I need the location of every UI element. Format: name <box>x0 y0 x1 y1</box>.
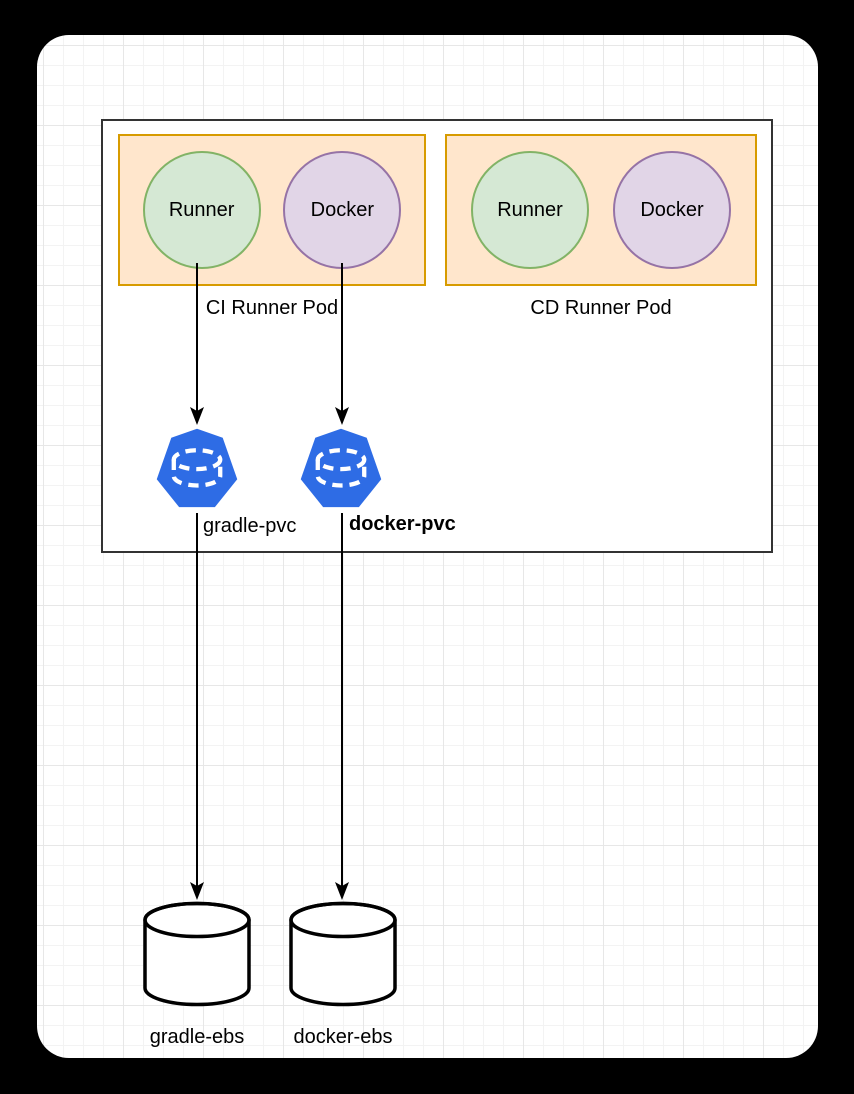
container-cd-docker: Docker <box>613 151 731 269</box>
ebs-gradle-label: gradle-ebs <box>149 1026 245 1048</box>
ebs-cylinder-gradle <box>142 900 252 1007</box>
arrowhead-icon <box>190 407 204 425</box>
pvc-icon-gradle <box>154 427 240 513</box>
pvc-icon-docker <box>298 427 384 513</box>
pod-ci: Runner Docker <box>118 134 426 286</box>
k8s-pvc-heptagon-icon <box>300 428 382 508</box>
arrow-docker-pvc-to-ebs <box>335 513 349 900</box>
ebs-docker-label: docker-ebs <box>293 1026 393 1048</box>
diagram-canvas: Runner Docker Runner Docker CI Runner Po… <box>37 35 818 1058</box>
pod-cd: Runner Docker <box>445 134 757 286</box>
arrow-runner-to-gradle-pvc <box>190 263 204 425</box>
arrowhead-icon <box>335 882 349 900</box>
arrow-docker-to-docker-pvc <box>335 263 349 425</box>
container-cd-docker-label: Docker <box>640 198 704 221</box>
pod-cd-label: CD Runner Pod <box>530 297 672 319</box>
cylinder-icon <box>143 901 251 1007</box>
container-ci-runner-label: Runner <box>168 198 235 221</box>
container-ci-docker: Docker <box>283 151 402 269</box>
arrowhead-icon <box>190 882 204 900</box>
k8s-pvc-heptagon-icon <box>156 428 238 508</box>
ebs-cylinder-docker <box>288 900 398 1007</box>
arrow-gradle-pvc-to-ebs <box>190 513 204 900</box>
container-cd-runner-label: Runner <box>497 198 563 221</box>
container-ci-runner: Runner <box>142 151 261 269</box>
cylinder-icon <box>289 901 397 1007</box>
pvc-docker-label: docker-pvc <box>349 513 456 535</box>
pod-ci-label: CI Runner Pod <box>205 297 339 319</box>
container-cd-runner: Runner <box>471 151 589 269</box>
container-ci-docker-label: Docker <box>310 198 374 221</box>
arrowhead-icon <box>335 407 349 425</box>
pvc-gradle-label: gradle-pvc <box>203 515 297 537</box>
